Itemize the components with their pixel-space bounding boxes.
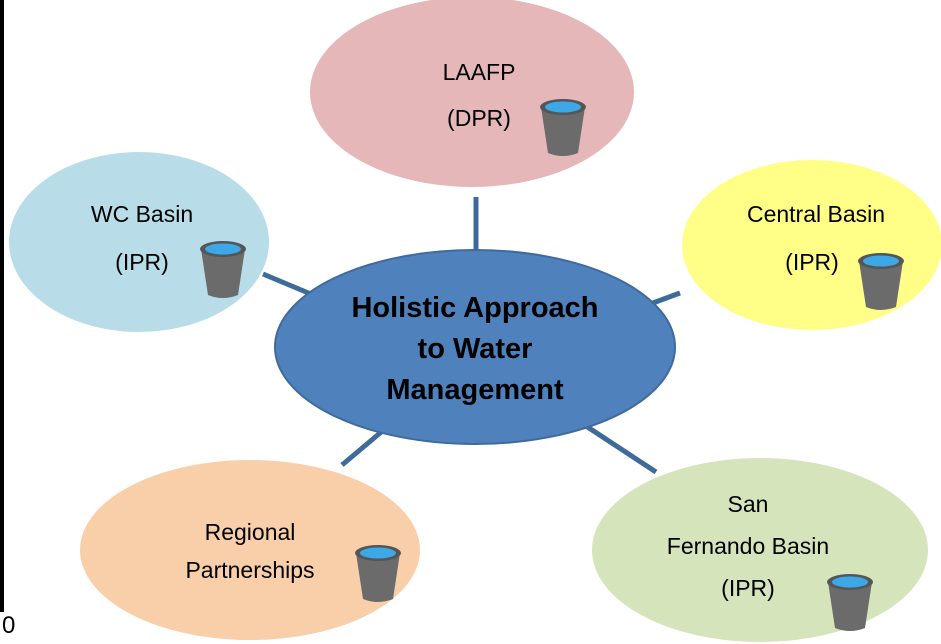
node-label-wc-basin-line-1: WC Basin xyxy=(91,201,193,227)
node-ellipse-laafp xyxy=(310,0,634,187)
center-title-line-2: to Water xyxy=(418,333,533,365)
node-label-regional-partnerships-line-2: Partnerships xyxy=(185,557,314,583)
node-central-basin: Central Basin (IPR) xyxy=(682,160,941,330)
connector-line-regional-partnerships xyxy=(340,426,388,467)
node-label-laafp-line-2: (DPR) xyxy=(447,105,511,131)
node-label-san-fernando-basin-line-2: Fernando Basin xyxy=(667,533,829,559)
node-label-regional-partnerships-line-1: Regional xyxy=(205,519,296,545)
center-ellipse xyxy=(274,249,676,445)
center-title-line-1: Holistic Approach xyxy=(351,292,598,324)
bucket-icon xyxy=(540,99,586,156)
node-ellipse-central-basin xyxy=(682,160,941,330)
node-label-central-basin-line-1: Central Basin xyxy=(747,201,885,227)
node-label-wc-basin-line-2: (IPR) xyxy=(115,249,169,275)
node-ellipse-wc-basin xyxy=(9,152,269,332)
node-label-san-fernando-basin-line-1: San xyxy=(728,491,769,517)
center-title-line-3: Management xyxy=(386,374,564,406)
bucket-icon xyxy=(827,574,873,631)
node-wc-basin: WC Basin (IPR) xyxy=(9,152,269,332)
node-ellipse-regional-partnerships xyxy=(80,460,420,640)
left-border-line xyxy=(0,0,4,612)
node-laafp: LAAFP (DPR) xyxy=(310,0,634,187)
bucket-icon xyxy=(200,241,246,298)
bucket-icon xyxy=(858,253,904,310)
node-label-san-fernando-basin-line-3: (IPR) xyxy=(721,575,775,601)
connector-line-san-fernando-basin xyxy=(584,423,658,475)
node-label-laafp-line-1: LAAFP xyxy=(443,59,516,85)
bucket-icon xyxy=(355,545,401,602)
corner-label: 0 xyxy=(2,612,16,639)
node-label-central-basin-line-2: (IPR) xyxy=(785,249,839,275)
